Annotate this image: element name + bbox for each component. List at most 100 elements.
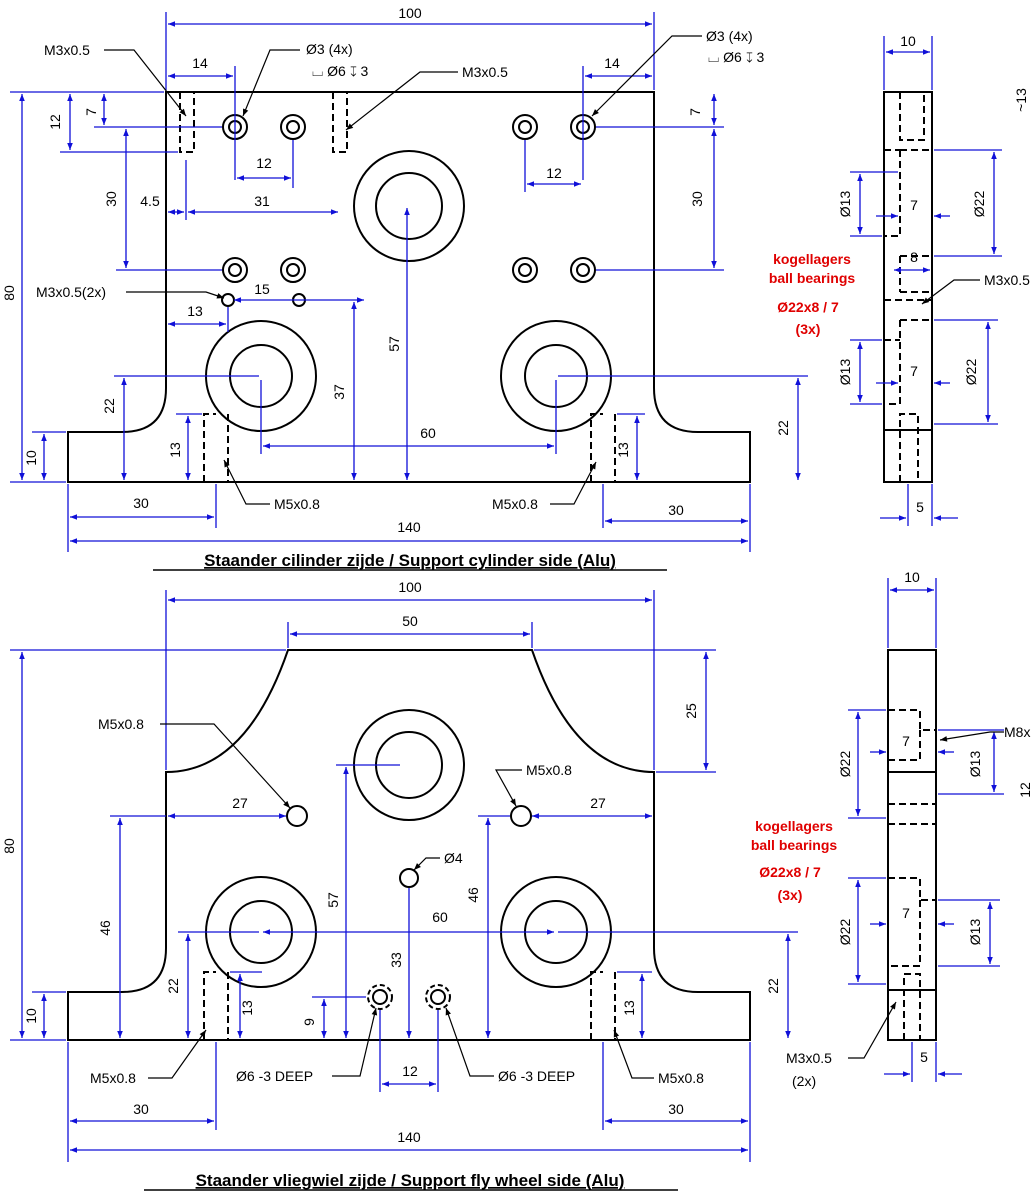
top-callout-cb-left: ⌴ Ø6 ↧ 3 — [312, 63, 369, 79]
top-dim-4-5: 4.5 — [140, 193, 160, 209]
top-callout-m3-left: M3x0.5 — [44, 42, 90, 58]
top-center-bearing-inner — [375, 172, 443, 240]
bottom-side-dim-edge: 12 — [1017, 782, 1032, 798]
svg-text:(3x): (3x) — [778, 887, 803, 903]
bottom-side-dimensions: 10 12 Ø22 Ø13 7 Ø22 Ø13 7 — [837, 569, 1032, 1082]
top-callout-m3-2x: M3x0.5(2x) — [36, 284, 106, 300]
bottom-callout-m5-d: M5x0.8 — [658, 1070, 704, 1086]
bottom-side-dim-10: 10 — [904, 569, 920, 585]
top-dim-22b: 22 — [775, 420, 791, 436]
top-callout-m5-right: M5x0.8 — [492, 496, 538, 512]
top-dim-31: 31 — [254, 193, 270, 209]
bottom-dim-10: 10 — [23, 1008, 39, 1024]
bottom-dim-22b: 22 — [765, 978, 781, 994]
bottom-dim-140: 140 — [397, 1129, 421, 1145]
bottom-side-callout-m8: M8x — [1004, 724, 1030, 740]
bottom-dim-46b: 46 — [465, 887, 481, 903]
top-side-outline — [883, 91, 933, 483]
top-dim-7a: 7 — [83, 108, 99, 116]
bottom-view-title: Staander vliegwiel zijde / Support fly w… — [196, 1171, 625, 1190]
top-bearing-note: kogellagers ball bearings Ø22x8 / 7 (3x) — [769, 251, 856, 337]
bottom-dim-13a: 13 — [239, 1000, 255, 1016]
bottom-dimensions: 100 50 80 25 27 27 46 46 5 — [1, 579, 798, 1162]
top-dim-100: 100 — [398, 5, 422, 21]
bottom-callout-m5-c: M5x0.8 — [90, 1070, 136, 1086]
top-callout-d3-left: Ø3 (4x) — [306, 41, 353, 57]
top-side-dim-8: 8 — [910, 249, 918, 265]
bottom-small-holes — [286, 805, 532, 1010]
bottom-dim-100: 100 — [398, 579, 422, 595]
top-dim-12b: 12 — [546, 165, 562, 181]
top-side-dim-d22b: Ø22 — [963, 359, 979, 386]
bottom-dim-27a: 27 — [232, 795, 248, 811]
top-dim-15: 15 — [254, 281, 270, 297]
bottom-dim-80: 80 — [1, 838, 17, 854]
top-dim-57: 57 — [386, 336, 402, 352]
bottom-dim-12: 12 — [402, 1063, 418, 1079]
bottom-dim-9: 9 — [301, 1018, 317, 1026]
bottom-dim-22a: 22 — [165, 978, 181, 994]
bottom-dim-30a: 30 — [133, 1101, 149, 1117]
top-callouts: M3x0.5 Ø3 (4x) ⌴ Ø6 ↧ 3 M3x0.5 Ø3 (4x) ⌴… — [36, 28, 765, 512]
top-callout-cb-right: ⌴ Ø6 ↧ 3 — [708, 49, 765, 65]
bottom-part-outline — [67, 649, 751, 1041]
top-side-dim-d22a: Ø22 — [971, 191, 987, 218]
top-side-dim-edge: ~13 — [1013, 88, 1029, 112]
bottom-side-dim-d13b: Ø13 — [967, 919, 983, 946]
bottom-dim-25: 25 — [683, 703, 699, 719]
top-side-hidden — [884, 92, 933, 482]
bottom-side-dim-d22a: Ø22 — [837, 751, 853, 778]
bottom-dim-33: 33 — [388, 952, 404, 968]
top-dim-60: 60 — [420, 425, 436, 441]
svg-text:kogellagers: kogellagers — [755, 818, 833, 834]
bottom-side-dim-5: 5 — [920, 1049, 928, 1065]
top-dim-30c: 30 — [133, 495, 149, 511]
top-side-dim-10: 10 — [900, 33, 916, 49]
bottom-bearing-note: kogellagers ball bearings Ø22x8 / 7 (3x) — [751, 818, 838, 903]
bottom-side-dim-d13a: Ø13 — [967, 751, 983, 778]
top-dim-30d: 30 — [668, 502, 684, 518]
bottom-dim-27b: 27 — [590, 795, 606, 811]
top-callout-m3-mid: M3x0.5 — [462, 64, 508, 80]
bottom-callout-d6-left: Ø6 -3 DEEP — [236, 1068, 313, 1084]
bottom-callouts: M5x0.8 M5x0.8 Ø4 Ø6 -3 DEEP Ø6 -3 DEEP M… — [90, 716, 704, 1086]
top-dim-12a: 12 — [256, 155, 272, 171]
top-callout-m5-left: M5x0.8 — [274, 496, 320, 512]
top-side-callout-m3: M3x0.5 — [984, 272, 1030, 288]
bottom-callout-d4: Ø4 — [444, 850, 463, 866]
bottom-callout-d6-right: Ø6 -3 DEEP — [498, 1068, 575, 1084]
top-dim-13: 13 — [187, 303, 203, 319]
bottom-side-view: 10 12 Ø22 Ø13 7 Ø22 Ø13 7 — [751, 569, 1032, 1089]
top-dim-140: 140 — [397, 519, 421, 535]
bottom-dim-50: 50 — [402, 613, 418, 629]
top-view-title: Staander cilinder zijde / Support cylind… — [204, 551, 616, 570]
bottom-hidden-holes — [203, 971, 616, 1040]
top-side-dim-7b: 7 — [910, 363, 918, 379]
bottom-callout-m5-a: M5x0.8 — [98, 716, 144, 732]
top-side-dim-d13b: Ø13 — [837, 359, 853, 386]
svg-text:ball bearings: ball bearings — [751, 837, 838, 853]
bottom-side-callout-m3-count: (2x) — [792, 1073, 816, 1089]
top-side-dimensions: 10 ~13 Ø13 Ø22 7 8 Ø13 Ø22 — [837, 33, 1029, 526]
top-front-view: 100 14 14 80 12 7 7 30 30 — [1, 5, 808, 571]
svg-text:kogellagers: kogellagers — [773, 251, 851, 267]
top-dim-12: 12 — [47, 114, 63, 130]
bottom-side-outline — [887, 649, 937, 1041]
svg-text:(3x): (3x) — [796, 321, 821, 337]
bottom-dim-46a: 46 — [97, 920, 113, 936]
bottom-dim-30b: 30 — [668, 1101, 684, 1117]
bottom-dim-57: 57 — [325, 892, 341, 908]
top-dim-30b: 30 — [689, 191, 705, 207]
top-hidden-holes — [179, 92, 616, 482]
top-callout-d3-right: Ø3 (4x) — [706, 28, 753, 44]
top-dim-10: 10 — [23, 450, 39, 466]
top-dim-80: 80 — [1, 285, 17, 301]
top-dim-37: 37 — [331, 384, 347, 400]
top-dimensions: 100 14 14 80 12 7 7 30 30 — [1, 5, 808, 552]
bottom-callout-m5-b: M5x0.8 — [526, 762, 572, 778]
top-side-dim-7a: 7 — [910, 197, 918, 213]
svg-text:Ø22x8 / 7: Ø22x8 / 7 — [777, 299, 839, 315]
top-dim-13b: 13 — [615, 442, 631, 458]
bottom-dim-13b: 13 — [621, 1000, 637, 1016]
